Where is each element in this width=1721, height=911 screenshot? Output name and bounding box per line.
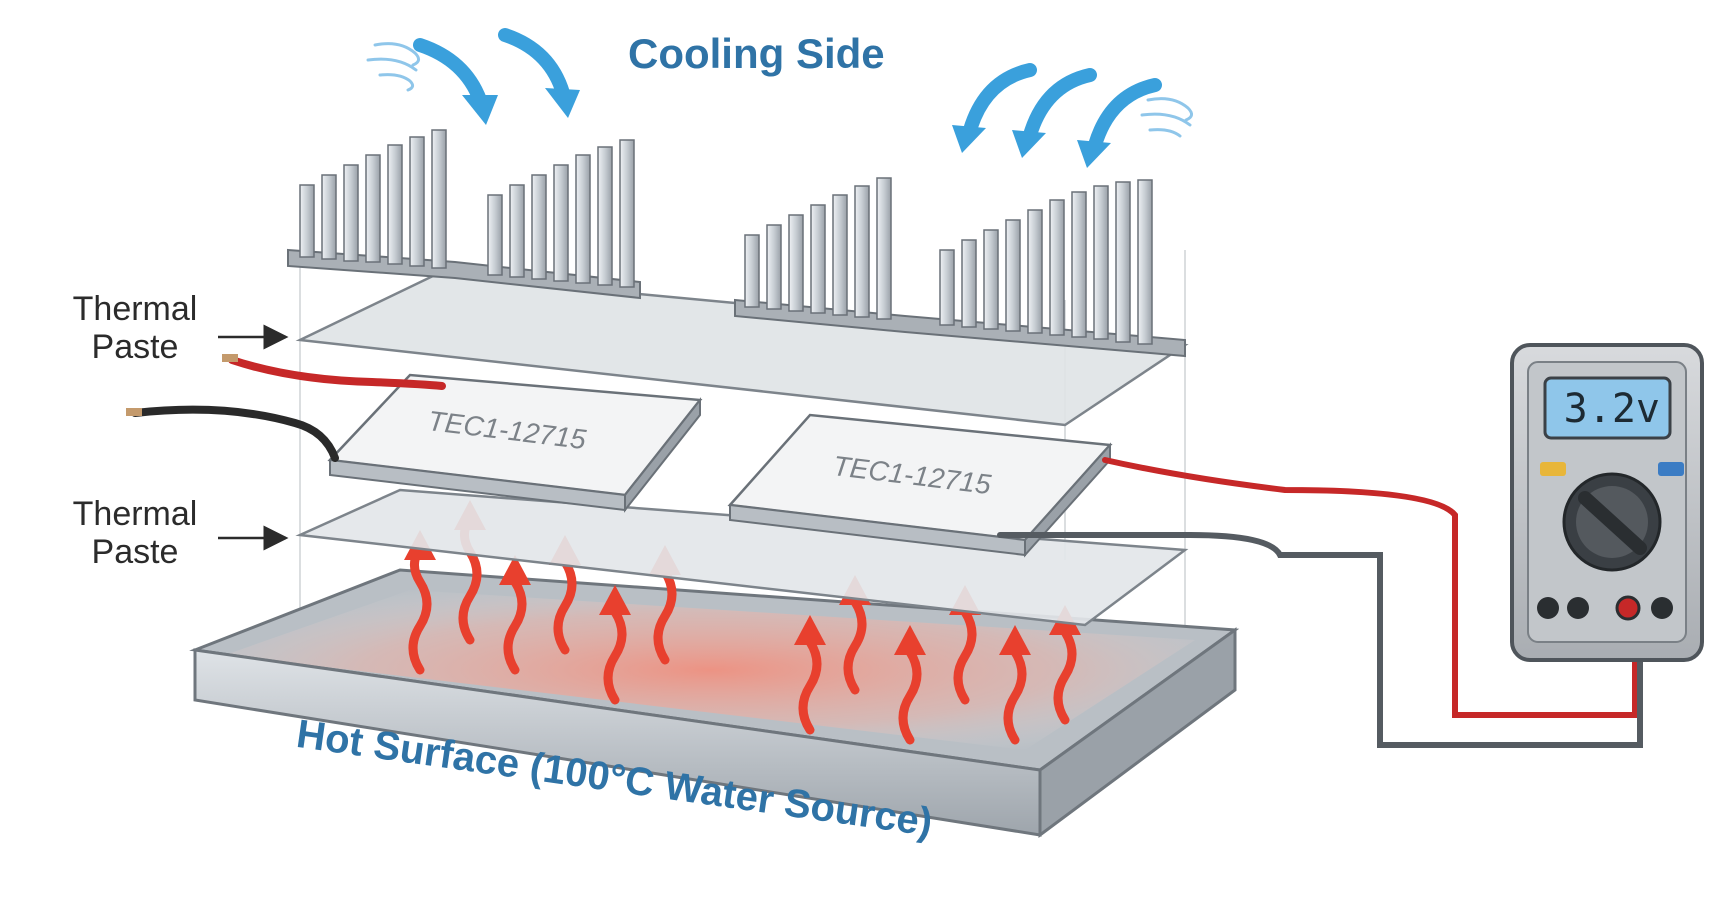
thermal-paste-label-top-line1: Thermal (72, 290, 198, 328)
jack-v-black (1651, 597, 1673, 619)
wire-black-left (131, 405, 339, 462)
heat-sink-right (734, 177, 1186, 358)
thermal-paste-label-bottom: Thermal Paste (50, 495, 220, 571)
airflow-arrowheads (462, 88, 1111, 168)
heat-sink-left (287, 129, 641, 300)
thermal-paste-label-bottom-line1: Thermal (72, 495, 198, 533)
mode-button-blue (1658, 462, 1684, 476)
wire-ends (126, 354, 238, 416)
wind-swirl-icon (366, 42, 1193, 138)
jack-v-red (1615, 595, 1641, 621)
wire-black-right (997, 531, 1643, 748)
multimeter (1510, 343, 1704, 662)
multimeter-display (1543, 376, 1672, 440)
airflow-arrow-icon (413, 28, 1162, 152)
multimeter-reading: 3.2v (1563, 386, 1660, 432)
cooling-side-heading: Cooling Side (628, 30, 885, 77)
tec-module-left (327, 373, 703, 513)
jack-a (1567, 597, 1589, 619)
wires (131, 356, 1643, 748)
wire-red-left (228, 356, 446, 390)
thermal-paste-label-top: Thermal Paste (50, 290, 220, 366)
label-pointers (218, 324, 289, 551)
wire-red-right (1102, 457, 1638, 718)
jack-com (1537, 597, 1559, 619)
thermal-paste-label-bottom-line2: Paste (91, 533, 179, 571)
thermal-paste-label-top-line2: Paste (91, 328, 179, 366)
dial-knob-icon (1562, 472, 1662, 572)
mode-button-yellow (1540, 462, 1566, 476)
tec-module-right (727, 413, 1113, 558)
thermal-paste-layer-bottom (295, 488, 1189, 627)
